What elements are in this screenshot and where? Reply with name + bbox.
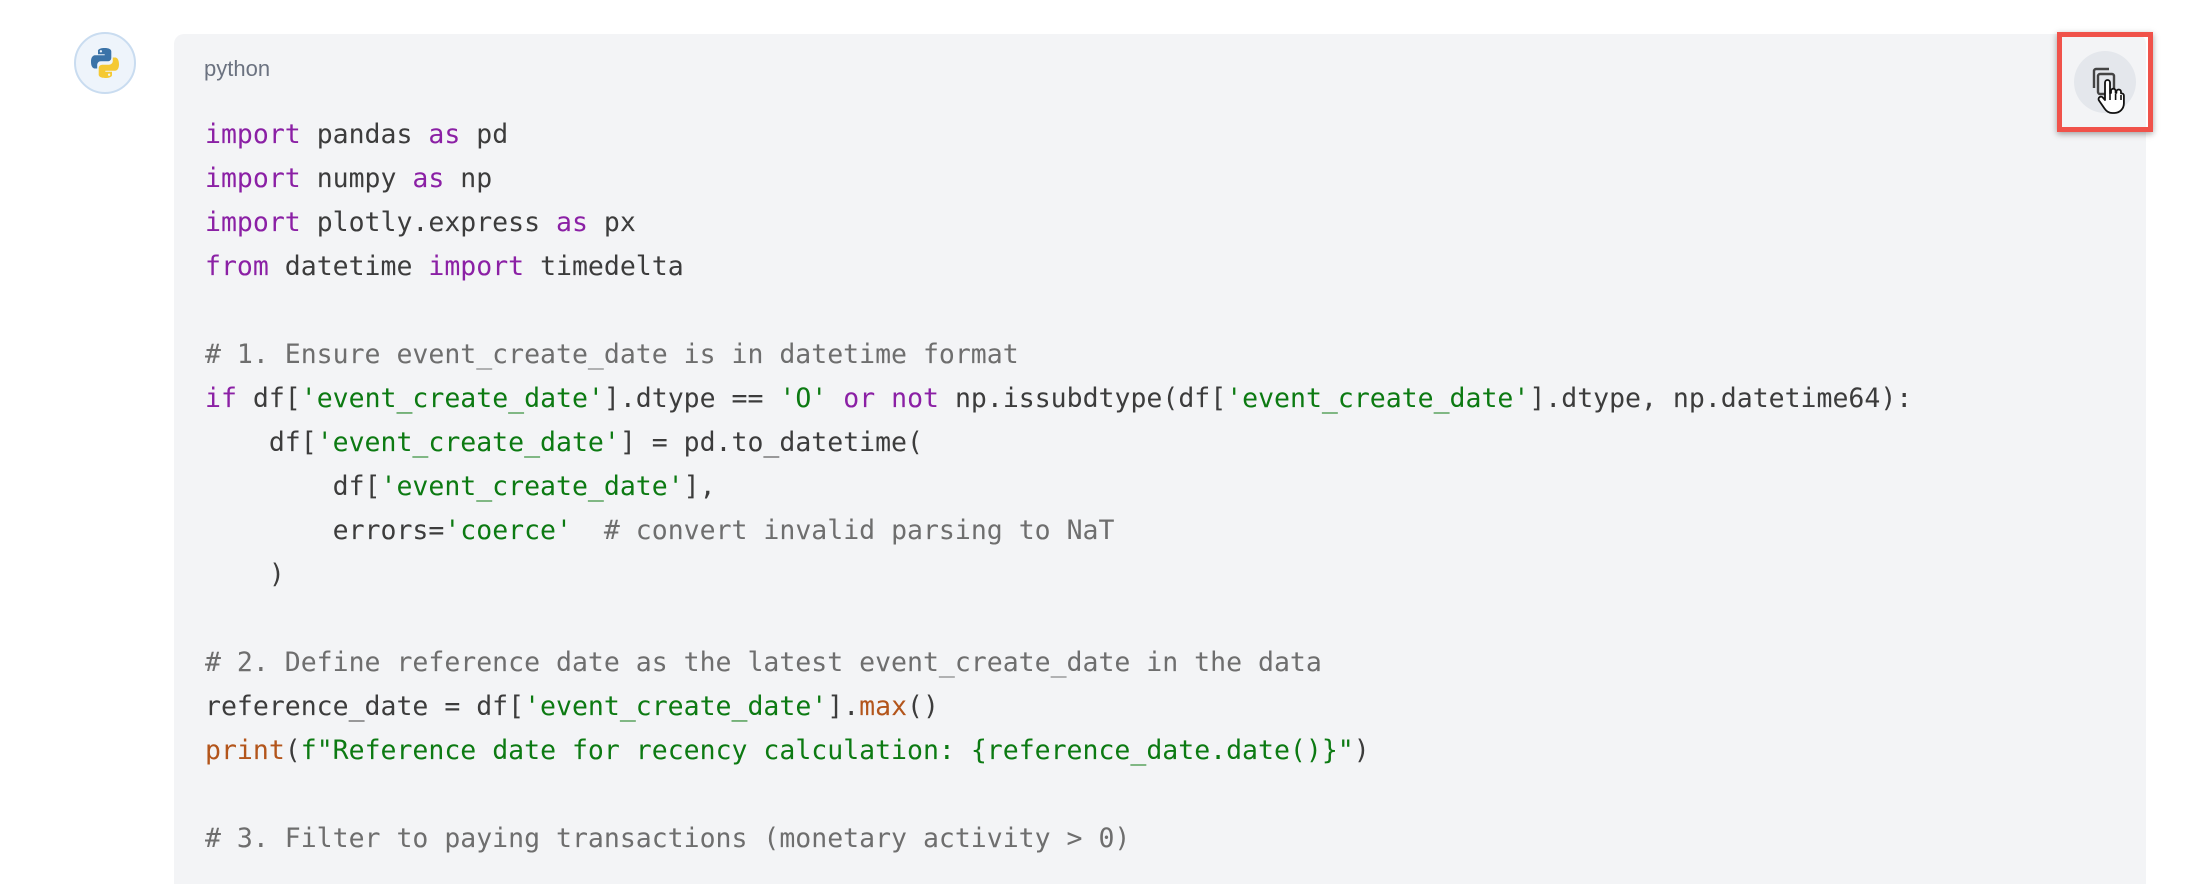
code-token: datetime	[268, 251, 429, 282]
code-token: timedelta	[524, 251, 684, 282]
code-token	[827, 383, 843, 414]
code-token: df[	[205, 471, 381, 502]
code-token: from	[205, 251, 269, 282]
code-token: ] = pd.to_datetime(	[619, 427, 923, 458]
code-token: ].dtype, np.datetime64):	[1529, 383, 1913, 414]
code-token: max	[859, 691, 908, 722]
code-line: # 1. Ensure event_create_date is in date…	[205, 333, 1912, 377]
code-token: px	[587, 207, 636, 238]
code-line: df['event_create_date'],	[205, 465, 1912, 509]
code-token: # 1. Ensure event_create_date is in date…	[205, 339, 1019, 370]
code-token: or	[843, 383, 876, 414]
code-token: import	[205, 119, 301, 150]
code-token: numpy	[300, 163, 413, 194]
code-token: df[	[236, 383, 301, 414]
assistant-avatar	[74, 32, 136, 94]
code-token: 'event_create_date'	[380, 471, 684, 502]
code-token: (	[284, 735, 301, 766]
code-token: np.issubdtype(df[	[939, 383, 1227, 414]
code-line: if df['event_create_date'].dtype == 'O' …	[205, 377, 1912, 421]
code-token: # 3. Filter to paying transactions (mone…	[205, 823, 1131, 854]
code-token	[875, 383, 891, 414]
code-token: 'event_create_date'	[1226, 383, 1530, 414]
code-token: 'event_create_date'	[524, 691, 828, 722]
code-token: pd	[460, 119, 509, 150]
code-token: 'O'	[779, 383, 828, 414]
code-line: import numpy as np	[205, 157, 1912, 201]
code-token: pandas	[300, 119, 429, 150]
hand-pointer-cursor-icon	[2097, 79, 2125, 114]
code-token: import	[205, 163, 301, 194]
code-line: # 2. Define reference date as the latest…	[205, 641, 1912, 685]
code-token: as	[556, 207, 588, 238]
code-line: errors='coerce' # convert invalid parsin…	[205, 509, 1912, 553]
code-token: )	[1353, 735, 1370, 766]
code-language-label: python	[204, 56, 271, 81]
code-token: import	[205, 207, 301, 238]
code-token: f"Reference date for recency calculation…	[300, 735, 1354, 766]
code-line: from datetime import timedelta	[205, 245, 1912, 289]
code-token: if	[205, 383, 237, 414]
code-token: ].dtype ==	[603, 383, 780, 414]
code-token: # convert invalid parsing to NaT	[603, 515, 1115, 546]
copy-code-button[interactable]	[2074, 51, 2136, 114]
code-line	[205, 289, 1912, 333]
code-line: # 3. Filter to paying transactions (mone…	[205, 817, 1912, 861]
code-token: plotly.express	[300, 207, 557, 238]
code-token: print	[205, 735, 285, 766]
python-logo-icon	[91, 48, 119, 78]
code-token: ],	[683, 471, 716, 502]
code-token: reference_date = df[	[205, 691, 525, 722]
code-line	[205, 597, 1912, 641]
code-token: ].	[827, 691, 860, 722]
code-line: )	[205, 553, 1912, 597]
code-token: ()	[907, 691, 939, 722]
code-token: 'event_create_date'	[316, 427, 620, 458]
code-line: reference_date = df['event_create_date']…	[205, 685, 1912, 729]
code-line: df['event_create_date'] = pd.to_datetime…	[205, 421, 1912, 465]
code-line: print(f"Reference date for recency calcu…	[205, 729, 1912, 773]
copy-button-highlight	[2057, 32, 2153, 132]
code-token: import	[428, 251, 525, 282]
code-line	[205, 773, 1912, 817]
code-token: as	[428, 119, 461, 150]
code-token: )	[205, 559, 285, 590]
code-token: 'event_create_date'	[300, 383, 604, 414]
code-token: not	[891, 383, 939, 414]
code-token: df[	[205, 427, 317, 458]
code-token: errors=	[205, 515, 445, 546]
code-token: # 2. Define reference date as the latest…	[205, 647, 1322, 678]
code-token: as	[412, 163, 445, 194]
code-line: import plotly.express as px	[205, 201, 1912, 245]
code-token: 'coerce'	[444, 515, 572, 546]
code-line: import pandas as pd	[205, 113, 1912, 157]
code-token	[572, 515, 604, 546]
code-token: np	[444, 163, 493, 194]
